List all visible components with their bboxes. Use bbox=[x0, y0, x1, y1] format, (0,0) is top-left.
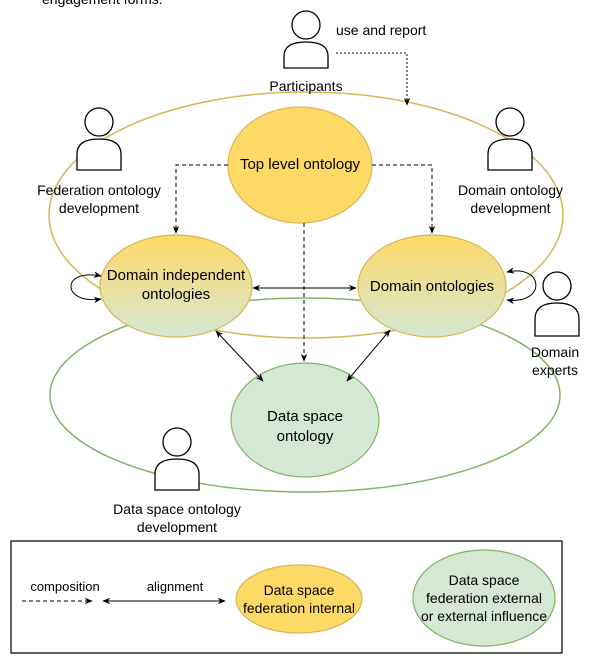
domain-dev-label-2: development bbox=[470, 200, 551, 216]
legend-composition-label: composition bbox=[30, 579, 100, 594]
legend-internal-label-1: Data space bbox=[263, 582, 335, 598]
data-space-ontology-node bbox=[230, 362, 380, 478]
data-space-dev-label-2: development bbox=[136, 519, 218, 535]
participants-label: Participants bbox=[269, 78, 343, 94]
domain-experts-label-1: Domain bbox=[530, 344, 580, 360]
data-space-dev-label-1: Data space ontology bbox=[113, 501, 241, 517]
legend-alignment-label: alignment bbox=[146, 579, 204, 594]
legend-external-label-1: Data space bbox=[448, 572, 520, 588]
domain-ontologies-label: Domain ontologies bbox=[369, 278, 495, 295]
domain-experts-label-2: experts bbox=[532, 362, 578, 378]
person-icon-domain-experts bbox=[534, 271, 580, 337]
participants-action-label: use and report bbox=[336, 22, 427, 38]
domain-dev-label-1: Domain ontology bbox=[457, 182, 564, 198]
composition-arrow-top-to-domain bbox=[372, 164, 436, 234]
composition-arrow-top-to-domain-independent bbox=[172, 164, 228, 234]
legend-internal-swatch bbox=[235, 564, 363, 634]
legend-external-label-2: federation external bbox=[426, 590, 542, 606]
self-loop-domain bbox=[506, 267, 537, 305]
federation-dev-label-2: development bbox=[58, 200, 140, 216]
participants-use-and-report-arrow bbox=[336, 52, 411, 106]
legend-external-swatch bbox=[412, 549, 556, 647]
data-space-ontology-label-1: Data space bbox=[267, 408, 343, 425]
header-fragment: engagement forms: bbox=[42, 0, 242, 8]
person-icon-domain-dev bbox=[487, 107, 533, 171]
domain-independent-label-1: Domain independent bbox=[106, 267, 246, 284]
alignment-arrow-domain-data-space bbox=[346, 329, 391, 382]
federation-internal-boundary bbox=[48, 91, 564, 339]
legend-box bbox=[10, 540, 563, 654]
top-level-ontology-label: Top level ontology bbox=[239, 156, 361, 173]
federation-dev-label-1: Federation ontology bbox=[37, 182, 161, 198]
legend-external-label-3: or external influence bbox=[420, 608, 548, 624]
self-loop-domain-independent bbox=[70, 271, 102, 304]
domain-ontologies-node bbox=[357, 234, 507, 338]
alignment-arrow-independent-data-space bbox=[215, 330, 264, 382]
domain-independent-label-2: ontologies bbox=[141, 286, 211, 303]
person-icon-data-space-dev bbox=[154, 427, 200, 491]
person-icon-federation-dev bbox=[76, 107, 122, 171]
person-icon-participants bbox=[283, 10, 329, 69]
data-space-ontology-label-2: ontology bbox=[276, 428, 334, 445]
data-space-boundary bbox=[49, 297, 561, 493]
legend-internal-label-2: federation internal bbox=[242, 600, 356, 616]
